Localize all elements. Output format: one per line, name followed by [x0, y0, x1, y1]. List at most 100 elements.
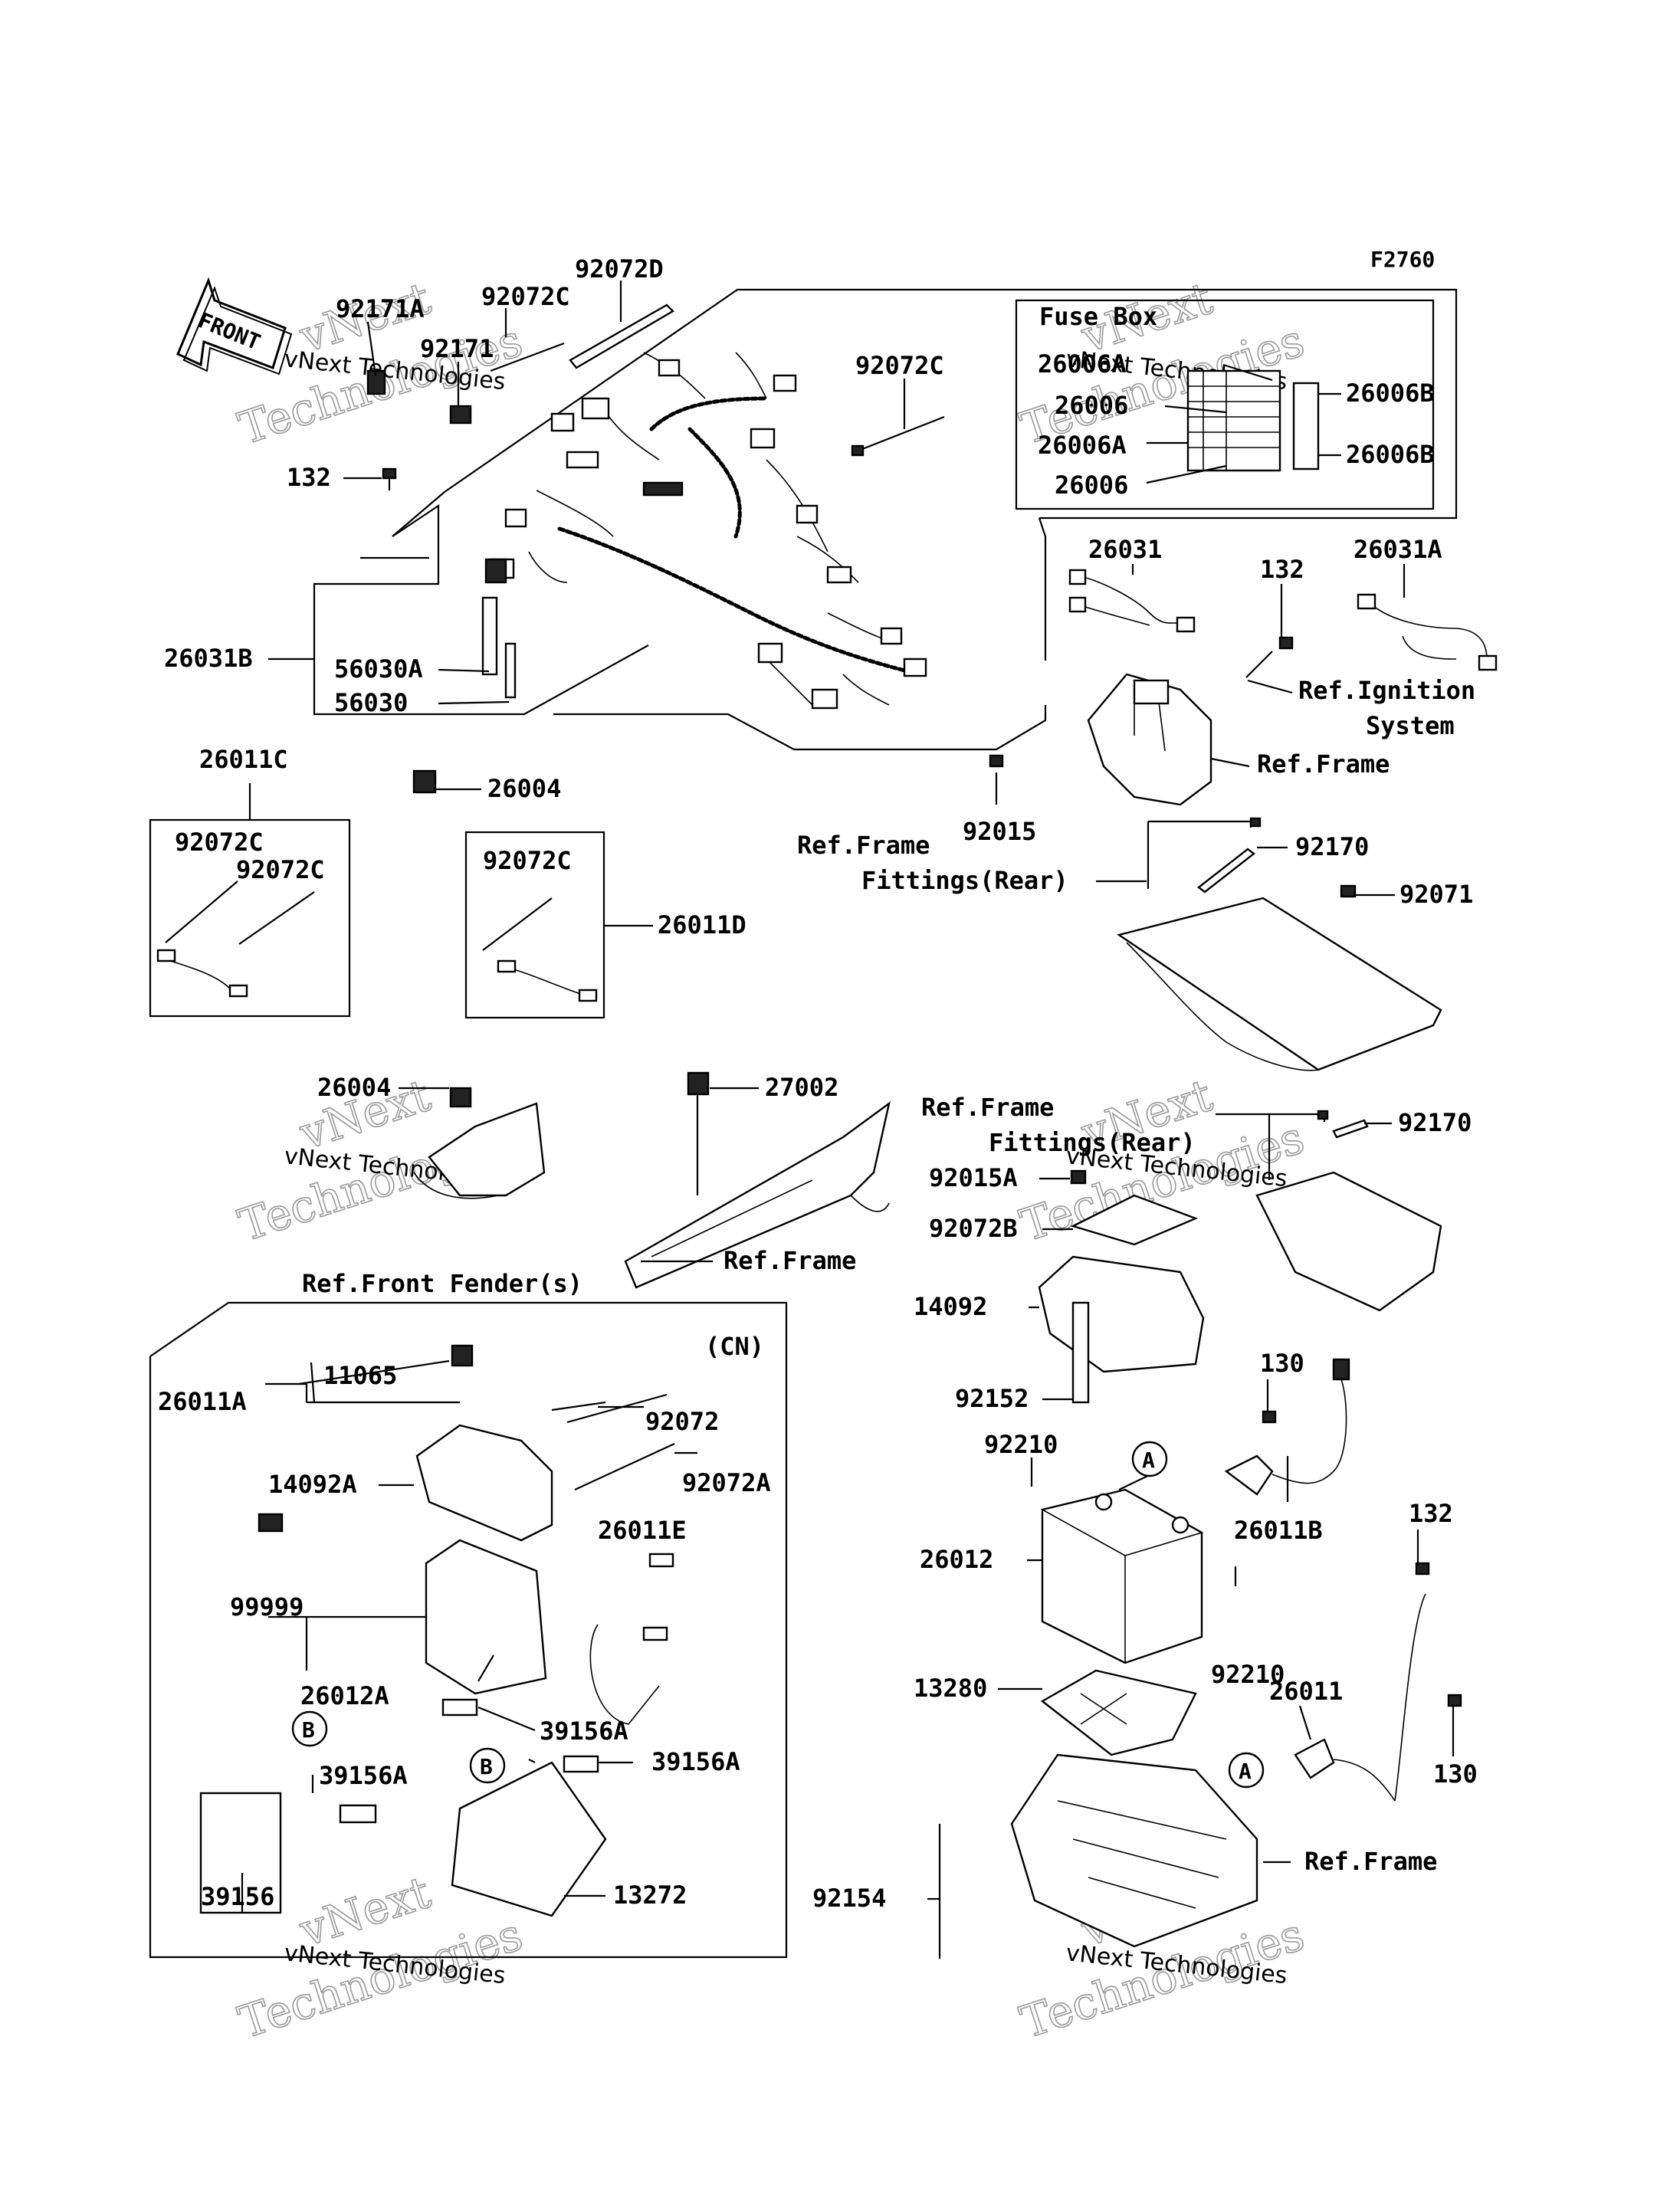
battery-tray	[938, 1753, 1258, 1959]
marker-a1: A	[1142, 1448, 1155, 1473]
label-132-a: 132	[287, 463, 331, 492]
label-14092A: 14092A	[268, 1470, 357, 1499]
label-92072C-d: 92072C	[236, 855, 325, 884]
fuse-label-26006-1: 26006	[1055, 391, 1128, 420]
label-92072B: 92072B	[929, 1214, 1018, 1243]
label-39156: 39156	[201, 1882, 274, 1911]
ref-front-fender: Ref.Front Fender(s)	[302, 1269, 582, 1298]
harness-26031A	[1357, 593, 1498, 671]
label-26004-a: 26004	[487, 774, 561, 803]
fuse-label-26006B-2: 26006B	[1346, 440, 1435, 469]
label-26031A: 26031A	[1354, 535, 1442, 564]
tie-92072C-right	[851, 415, 945, 457]
label-cn: (CN)	[705, 1332, 764, 1361]
label-11065: 11065	[323, 1361, 397, 1390]
label-26011B: 26011B	[1234, 1516, 1323, 1545]
rear-frame-fittings-upper	[1117, 817, 1442, 1071]
marker-a2: A	[1239, 1759, 1252, 1784]
label-56030A: 56030A	[334, 654, 423, 684]
label-56030: 56030	[334, 688, 408, 717]
nut-92015	[989, 754, 1004, 768]
label-92015: 92015	[963, 817, 1036, 846]
cable-26011B	[1224, 1358, 1350, 1496]
fuse-box-group	[1015, 299, 1435, 510]
label-92170-b: 92170	[1398, 1108, 1472, 1137]
label-13280: 13280	[914, 1674, 987, 1703]
label-99999: 99999	[230, 1592, 304, 1622]
label-92170-a: 92170	[1295, 832, 1369, 861]
label-92210-b: 92210	[1211, 1660, 1285, 1689]
label-26011A: 26011A	[158, 1387, 247, 1416]
relay-26004-top	[412, 769, 437, 794]
label-26011C: 26011C	[199, 745, 288, 774]
box-26011C	[149, 783, 351, 1018]
label-130-a: 130	[1260, 1349, 1304, 1378]
label-92072: 92072	[645, 1407, 719, 1436]
clip-92171A	[366, 369, 386, 395]
main-harness-frame	[313, 288, 1458, 751]
label-14092: 14092	[914, 1292, 987, 1321]
cable-26011	[1294, 1562, 1462, 1802]
ref-frame-fittings-line2: Fittings(Rear)	[861, 866, 1068, 895]
label-92072C-b: 92072C	[855, 351, 944, 380]
ref-frame-a: Ref.Frame	[1257, 749, 1390, 779]
ref-ignition-line1: Ref.Ignition	[1298, 676, 1475, 705]
front-arrow-icon: FRONT	[176, 277, 293, 375]
label-92015A: 92015A	[929, 1163, 1018, 1192]
label-26011D: 26011D	[658, 910, 746, 939]
front-fender-relay	[413, 1087, 546, 1199]
ref-frame-fittings-line1: Ref.Frame	[797, 831, 930, 860]
label-26011: 26011	[1269, 1677, 1343, 1706]
tie-92072D	[569, 303, 674, 369]
marker-b2: B	[480, 1754, 493, 1779]
label-39156A-c: 39156A	[651, 1747, 740, 1776]
fuse-label-26006A-2: 26006A	[1038, 431, 1127, 460]
label-132-c: 132	[1409, 1499, 1453, 1528]
ref-frame-fittings2-line2: Fittings(Rear)	[989, 1128, 1196, 1157]
battery-bracket-14092	[1038, 1255, 1205, 1404]
label-92210-a: 92210	[984, 1430, 1058, 1459]
label-26012A: 26012A	[300, 1681, 389, 1710]
label-92072C-e: 92072C	[483, 846, 572, 875]
ref-ignition-line2: System	[1366, 711, 1455, 740]
bracket-56030	[481, 558, 517, 699]
label-26004-b: 26004	[317, 1073, 391, 1102]
marker-b1: B	[302, 1717, 315, 1743]
box-CN	[149, 1301, 788, 1959]
label-92154: 92154	[812, 1884, 886, 1913]
fuse-label-26006B-1: 26006B	[1346, 379, 1435, 408]
label-92171A: 92171A	[336, 294, 425, 323]
label-26031B: 26031B	[164, 644, 253, 673]
rear-frame-fittings-lower	[1070, 1110, 1442, 1312]
label-13272: 13272	[613, 1881, 687, 1910]
ignition-bracket	[1087, 636, 1294, 806]
battery-26012	[1040, 1488, 1204, 1664]
main-wire-harness	[489, 352, 927, 710]
leader-lines	[241, 280, 1455, 1913]
label-92171: 92171	[420, 334, 494, 363]
label-26012: 26012	[920, 1545, 993, 1574]
ref-frame-fittings2-line1: Ref.Frame	[921, 1093, 1054, 1122]
clip-92171	[449, 405, 472, 425]
box-26011D	[464, 831, 653, 1019]
harness-26031	[1068, 569, 1196, 633]
pad-13280	[1040, 1669, 1197, 1756]
marker-circles	[291, 1441, 1265, 1789]
label-92071: 92071	[1399, 880, 1473, 909]
fuse-box-title: Fuse Box	[1039, 302, 1157, 331]
label-130-b: 130	[1433, 1759, 1478, 1789]
ref-frame-b: Ref.Frame	[724, 1246, 856, 1275]
label-132-b: 132	[1260, 555, 1304, 584]
bolt-132-top	[382, 467, 397, 490]
fuse-label-26006-2: 26006	[1055, 471, 1128, 500]
fuse-label-26006A-1: 26006A	[1038, 349, 1127, 379]
tie-92072C-top	[490, 342, 565, 372]
label-92072A: 92072A	[682, 1468, 771, 1497]
label-92152: 92152	[955, 1384, 1029, 1413]
ref-frame-c: Ref.Frame	[1304, 1847, 1437, 1876]
label-39156A-b: 39156A	[319, 1761, 408, 1790]
label-92072C-c: 92072C	[175, 828, 264, 857]
label-92072D: 92072D	[575, 254, 664, 284]
